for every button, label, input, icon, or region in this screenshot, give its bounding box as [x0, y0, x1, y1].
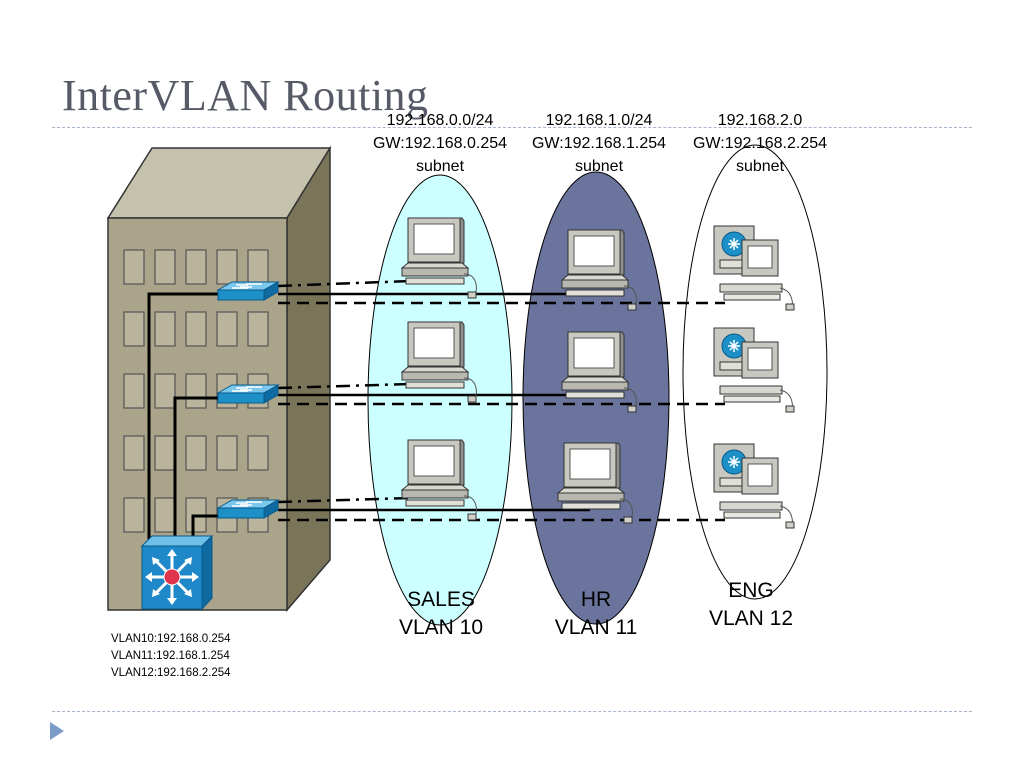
pc-icon — [556, 442, 633, 524]
building — [106, 145, 332, 613]
vlan-label-sales: SALES VLAN 10 — [371, 586, 511, 642]
subnet-gateway: GW:192.168.0.254 — [372, 135, 508, 152]
building-window — [185, 373, 207, 409]
vlan-name: SALES — [407, 588, 475, 611]
subnet-network: 192.168.2.0 — [717, 112, 803, 129]
access-links — [277, 279, 725, 522]
building-window — [123, 497, 145, 533]
title-divider — [52, 127, 972, 128]
vlan-id: VLAN 11 — [554, 616, 638, 639]
subnet-network: 192.168.0.0/24 — [386, 112, 494, 129]
building-window — [154, 497, 176, 533]
slide-nav-arrow-icon[interactable] — [50, 722, 64, 740]
building-window — [247, 435, 269, 471]
building-window — [123, 373, 145, 409]
vlan-label-eng: ENG VLAN 12 — [681, 577, 821, 633]
pc-icon — [400, 217, 477, 299]
pc-icon — [400, 439, 477, 521]
subnet-gateway: GW:192.168.2.254 — [692, 135, 828, 152]
footer-divider — [52, 711, 972, 712]
server-icon — [713, 327, 795, 413]
building-window — [185, 249, 207, 285]
pc-icon — [400, 321, 477, 403]
trunk-links — [147, 292, 222, 540]
building-window — [216, 311, 238, 347]
switch-icon — [216, 499, 280, 519]
building-window — [247, 311, 269, 347]
building-window — [123, 249, 145, 285]
building-window — [154, 311, 176, 347]
building-window — [247, 249, 269, 285]
legend-line: VLAN11:192.168.1.254 — [111, 650, 230, 662]
vlan-id: VLAN 12 — [708, 607, 794, 630]
subnet-caption: subnet — [415, 158, 465, 175]
vlan-name: ENG — [728, 579, 774, 602]
building-window — [154, 249, 176, 285]
vlan-name: HR — [580, 588, 612, 611]
switch-icon — [216, 384, 280, 404]
pc-icon — [560, 331, 637, 413]
building-window — [185, 311, 207, 347]
switch-icon — [216, 281, 280, 301]
subnet-gateway: GW:192.168.1.254 — [531, 135, 667, 152]
building-window — [216, 435, 238, 471]
subnet-label-vlan10: 192.168.0.0/24 GW:192.168.0.254 subnet — [350, 109, 530, 178]
vlan-label-hr: HR VLAN 11 — [526, 586, 666, 642]
legend-line: VLAN10:192.168.0.254 — [111, 633, 231, 645]
server-icon — [713, 443, 795, 529]
building-window — [154, 435, 176, 471]
subnet-label-vlan12: 192.168.2.0 GW:192.168.2.254 subnet — [670, 109, 850, 178]
server-icon — [713, 225, 795, 311]
building-window — [216, 249, 238, 285]
slide-title: InterVLAN Routing — [62, 71, 429, 120]
subnet-caption: subnet — [574, 158, 624, 175]
building-window — [123, 311, 145, 347]
subnet-network: 192.168.1.0/24 — [545, 112, 653, 129]
legend-line: VLAN12:192.168.2.254 — [111, 667, 231, 679]
router-interface-legend: VLAN10:192.168.0.254 VLAN11:192.168.1.25… — [111, 631, 231, 682]
subnet-caption: subnet — [735, 158, 785, 175]
pc-icon — [560, 229, 637, 311]
building-window — [185, 435, 207, 471]
building-window — [154, 373, 176, 409]
building-window — [123, 435, 145, 471]
layer3-switch-icon — [140, 534, 214, 611]
vlan-id: VLAN 10 — [398, 616, 484, 639]
subnet-label-vlan11: 192.168.1.0/24 GW:192.168.1.254 subnet — [509, 109, 689, 178]
